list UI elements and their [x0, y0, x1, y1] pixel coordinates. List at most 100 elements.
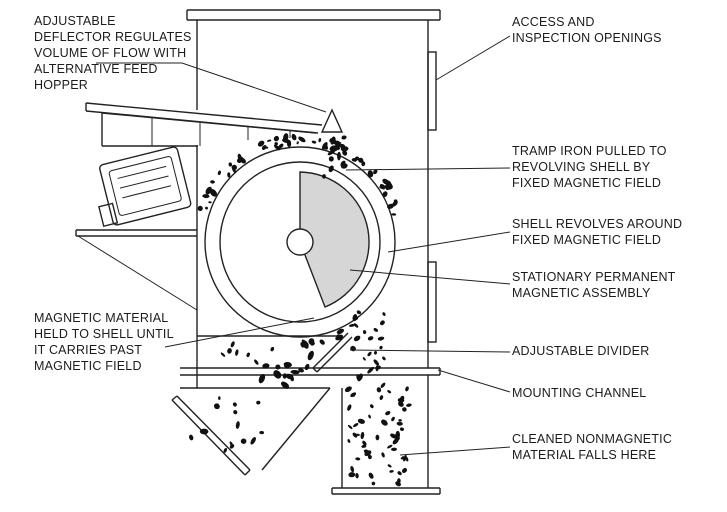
particle: [296, 141, 299, 145]
magnetic-discharge-chute: [171, 336, 331, 476]
particle: [348, 472, 356, 478]
particle: [197, 205, 203, 211]
particle: [235, 421, 240, 429]
particle: [330, 136, 336, 145]
housing-top-cap: [186, 9, 441, 21]
particle: [273, 144, 281, 151]
label-line: STATIONARY PERMANENT: [512, 270, 676, 284]
particle: [213, 403, 220, 410]
particle: [335, 142, 340, 148]
label-line: ADJUSTABLE DIVIDER: [512, 344, 650, 358]
particle: [373, 327, 379, 332]
particle: [380, 382, 386, 388]
particle: [406, 403, 412, 407]
particle: [391, 213, 397, 216]
particle: [398, 401, 404, 407]
particle: [391, 447, 397, 452]
particle: [283, 361, 292, 368]
particle: [328, 156, 334, 162]
leader-deflector: [96, 62, 327, 113]
particle: [328, 165, 334, 173]
leader-channel: [437, 369, 511, 393]
particle: [398, 419, 402, 422]
feed-hopper: [85, 102, 323, 147]
particle: [403, 454, 407, 462]
particle: [387, 390, 392, 394]
particle: [352, 314, 358, 322]
particle: [376, 387, 382, 393]
stationary-magnetic-assembly: [286, 171, 370, 308]
label-magnetic-material: MAGNETIC MATERIAL HELD TO SHELL UNTIL IT…: [34, 310, 174, 374]
label-line: DEFLECTOR REGULATES: [34, 30, 192, 44]
particle: [377, 336, 385, 341]
particle: [379, 345, 383, 350]
particle: [397, 471, 402, 476]
particle: [220, 352, 226, 357]
label-line: MAGNETIC ASSEMBLY: [512, 286, 651, 300]
particle: [347, 439, 351, 443]
mounting-channel: [180, 367, 441, 376]
particle: [298, 368, 304, 373]
particle: [189, 434, 194, 441]
particle: [373, 351, 378, 355]
particle: [256, 400, 261, 405]
label-adjustable-deflector: ADJUSTABLE DEFLECTOR REGULATES VOLUME OF…: [34, 13, 192, 93]
particle: [291, 133, 297, 141]
particle: [395, 436, 400, 441]
particle: [262, 363, 270, 369]
particle: [273, 135, 280, 142]
particle: [361, 161, 366, 167]
particle: [375, 365, 379, 372]
particle: [356, 310, 362, 315]
particle: [275, 364, 281, 370]
particle: [405, 386, 409, 392]
particle: [347, 424, 353, 430]
label-line: SHELL REVOLVES AROUND: [512, 217, 683, 231]
particle: [364, 450, 372, 457]
support-bracket: [75, 229, 198, 311]
particle: [396, 421, 403, 426]
leader-access: [435, 35, 511, 81]
particle: [347, 404, 352, 411]
particle: [227, 172, 231, 178]
particle: [335, 334, 344, 341]
particle: [270, 346, 275, 352]
leader-magnetic-material: [164, 317, 315, 348]
particle: [391, 416, 395, 422]
particle: [300, 342, 305, 348]
particle: [218, 396, 221, 400]
particle: [367, 336, 374, 341]
particle: [232, 402, 237, 407]
particle: [348, 323, 356, 327]
label-line: REVOLVING SHELL BY: [512, 160, 651, 174]
particle: [375, 434, 380, 441]
leader-tramp: [345, 167, 511, 171]
particle: [379, 186, 385, 190]
label-line: IT CARRIES PAST: [34, 343, 143, 357]
leader-lines: [96, 35, 511, 456]
particle: [273, 370, 282, 379]
particle: [342, 150, 348, 156]
particle: [358, 157, 364, 163]
particle: [382, 178, 390, 185]
particle: [290, 369, 300, 375]
particle: [263, 146, 269, 149]
leader-cleaned: [399, 446, 511, 456]
label-shell-revolves: SHELL REVOLVES AROUND FIXED MAGNETIC FIE…: [512, 216, 682, 248]
leader-stationary: [349, 269, 511, 285]
particle: [232, 167, 237, 173]
particle: [278, 143, 284, 149]
particle: [367, 351, 372, 357]
particle: [230, 341, 235, 348]
particle: [336, 328, 345, 335]
particle: [368, 414, 371, 419]
particle: [362, 440, 367, 446]
particle: [304, 363, 310, 371]
particle: [402, 407, 407, 412]
particle: [310, 341, 315, 346]
label-line: ALTERNATIVE FEED: [34, 62, 158, 76]
label-line: HELD TO SHELL UNTIL: [34, 327, 174, 341]
particle: [384, 184, 390, 191]
adjustable-divider: [312, 332, 353, 373]
